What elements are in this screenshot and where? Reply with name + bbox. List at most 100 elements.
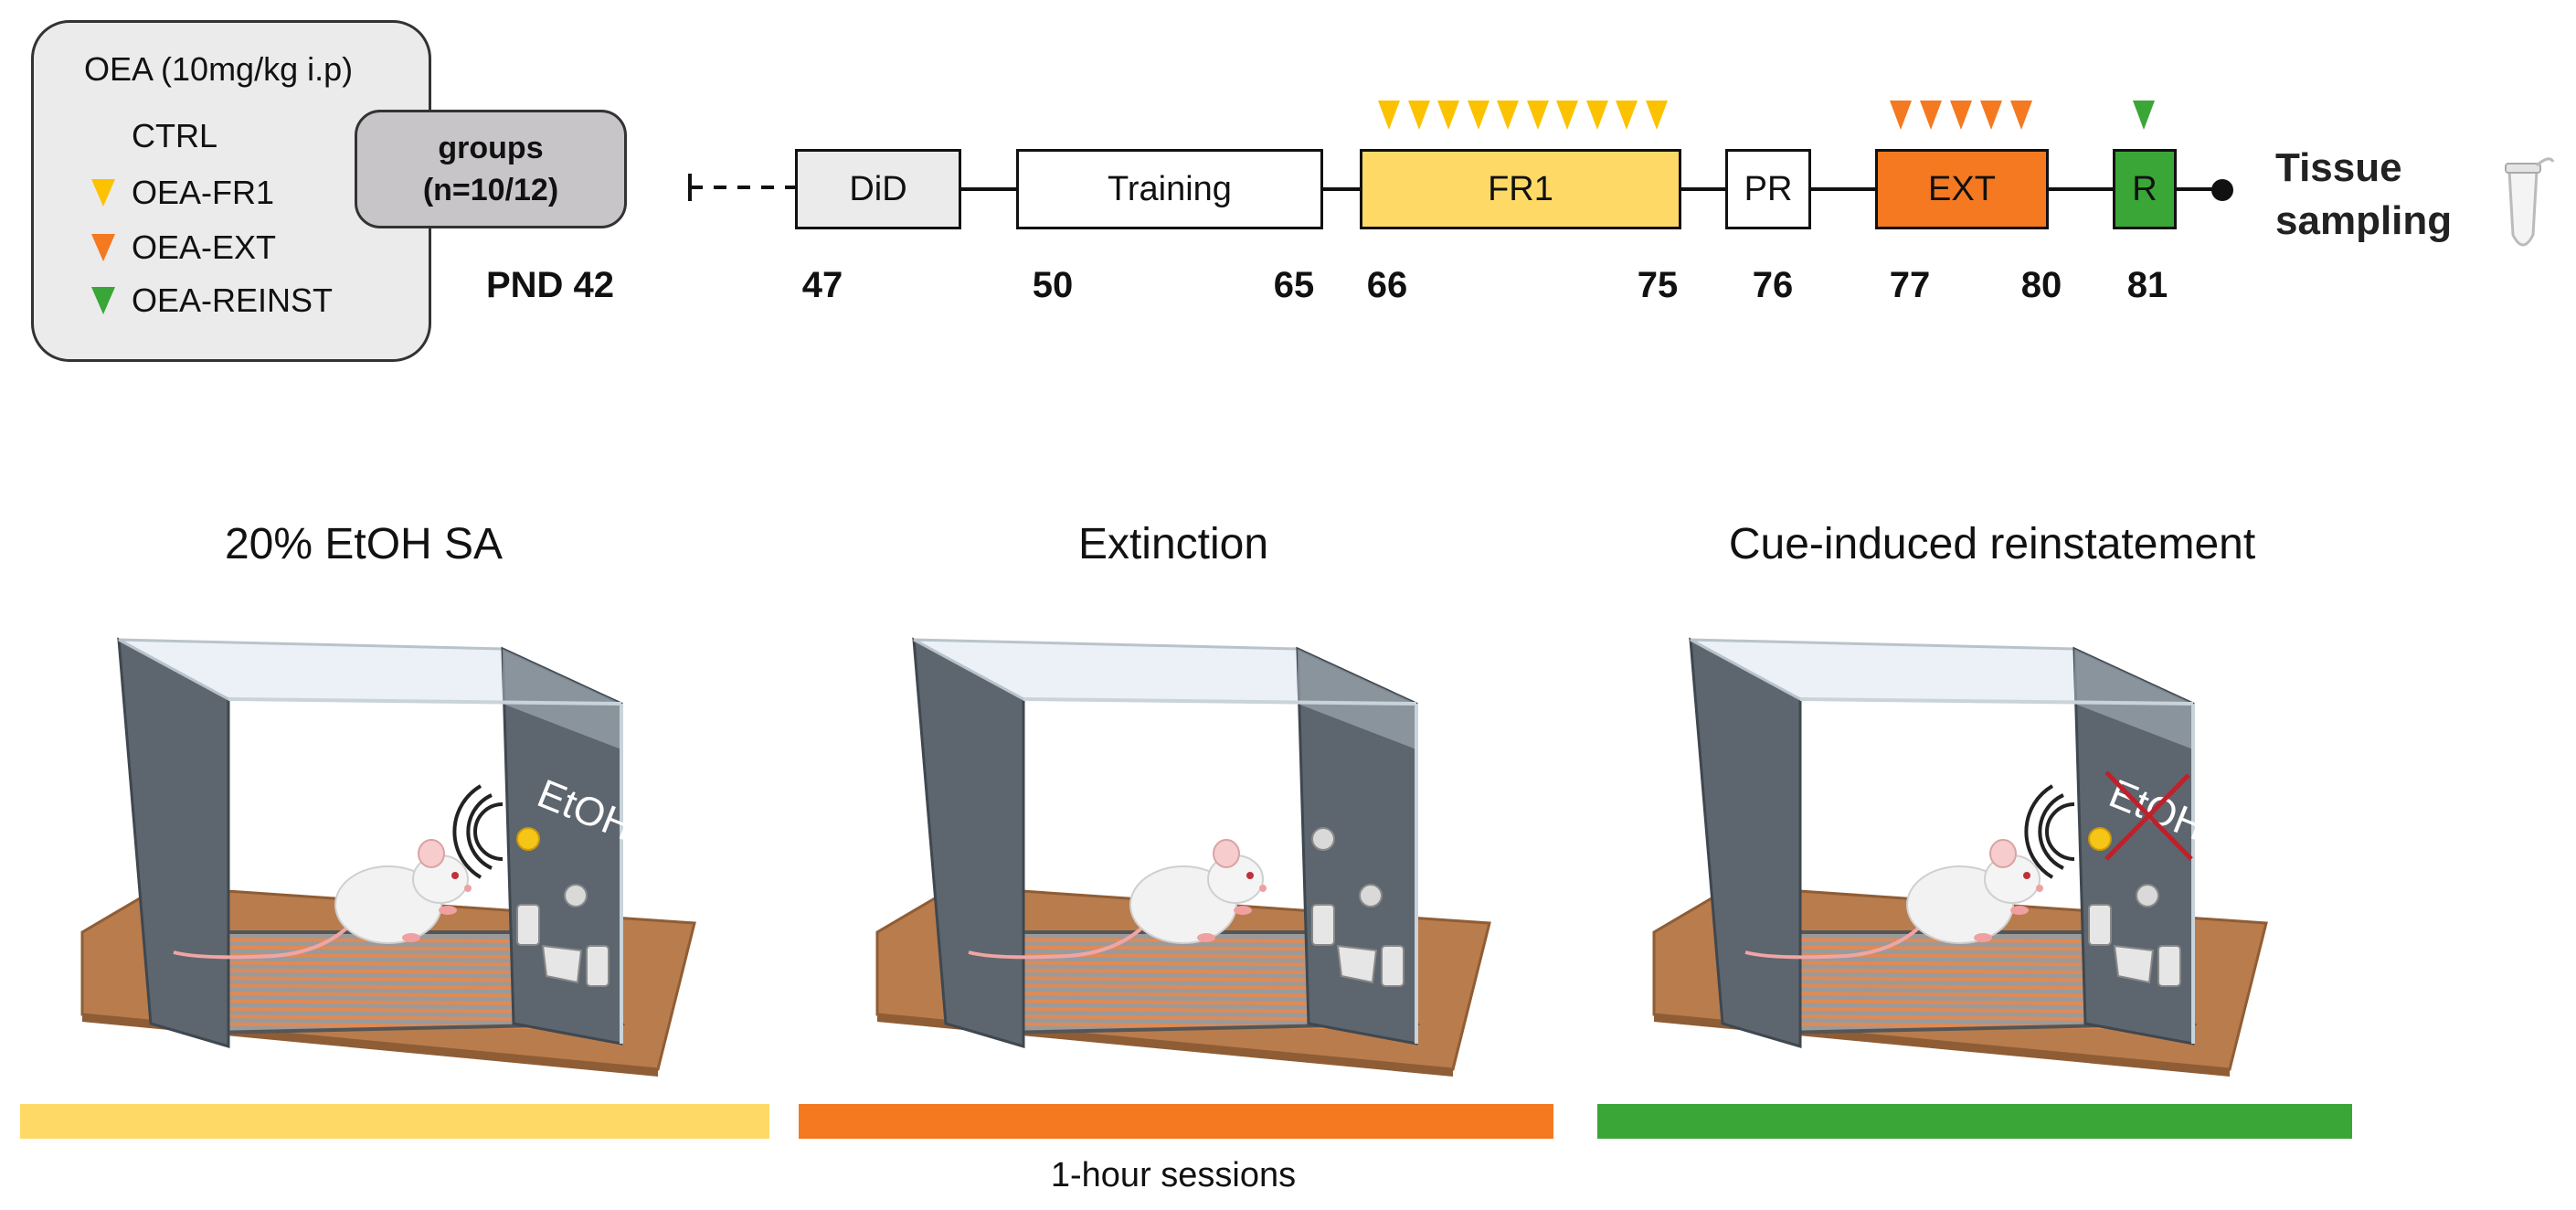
mouse-eye	[2023, 872, 2030, 879]
yellow-triangle-icon	[91, 179, 115, 207]
legend-label: OEA-EXT	[132, 228, 277, 266]
grid-rod	[1755, 961, 2140, 967]
front-top-edge	[1023, 697, 1417, 706]
operant-chamber-reinstatement: EtOH	[1652, 637, 2268, 1077]
treatment-marker-icon	[2133, 101, 2155, 130]
treatment-marker-icon	[1950, 101, 1972, 130]
grid-rod	[1759, 968, 2147, 975]
sound-cue-icon	[2038, 793, 2064, 870]
treatment-marker-icon	[1467, 101, 1489, 130]
legend-item-ext: OEA-EXT	[91, 228, 276, 267]
lever-left-icon	[516, 904, 540, 946]
green-triangle-icon	[91, 287, 115, 314]
cue-light-icon	[516, 827, 540, 851]
stage-ext: EXT	[1875, 149, 2049, 229]
wall-glass-strip	[503, 649, 621, 749]
section-title-sa: 20% EtOH SA	[224, 520, 504, 568]
stage-did: DiD	[795, 149, 961, 229]
lever-left-icon	[1311, 904, 1335, 946]
house-light-icon	[2136, 884, 2159, 908]
stage-reinstatement: R	[2113, 149, 2177, 229]
lever-right-icon	[1381, 945, 1405, 987]
sound-cue-icon	[473, 802, 504, 861]
legend-item-reinst: OEA-REINST	[91, 281, 333, 320]
operant-chamber-extinction	[875, 637, 1491, 1077]
wall-glass-strip	[2074, 649, 2193, 749]
house-light-icon	[1359, 884, 1383, 908]
orange-triangle-icon	[91, 234, 115, 261]
timeline-connector	[2175, 187, 2221, 191]
treatment-marker-icon	[1890, 101, 1912, 130]
treatment-marker-icon	[1407, 101, 1430, 130]
day-label: 80	[2020, 265, 2062, 305]
legend-label: OEA-REINST	[132, 281, 334, 319]
mouse-nose	[1259, 885, 1267, 892]
grid-rod	[178, 945, 557, 951]
treatment-marker-icon	[1497, 101, 1519, 130]
timeline-end-dot	[2211, 179, 2233, 201]
session-bar-extinction	[799, 1104, 1553, 1139]
mouse-tail	[968, 926, 1144, 960]
sessions-label: 1-hour sessions	[1050, 1156, 1297, 1194]
treatment-marker-icon	[2010, 101, 2032, 130]
mouse-paw	[1197, 933, 1215, 942]
operant-chamber-self-administration: EtOH	[80, 637, 696, 1077]
grid-rod	[184, 961, 568, 967]
stage-training: Training	[1016, 149, 1323, 229]
timeline-connector	[959, 187, 1016, 191]
sound-cue-icon	[452, 784, 482, 879]
tissue-sampling-label: Tissue sampling	[2275, 145, 2453, 243]
receptacle-icon	[1336, 944, 1378, 984]
wall-glass-strip	[1298, 649, 1416, 749]
mouse-eye	[1246, 872, 1254, 879]
mouse-eye	[451, 872, 459, 879]
day-label: 77	[1889, 265, 1931, 305]
legend-item-fr1: OEA-FR1	[91, 174, 274, 212]
mouse-paw	[402, 933, 420, 942]
treatment-marker-icon	[1616, 101, 1638, 130]
treatment-marker-icon	[1556, 101, 1578, 130]
treatment-marker-icon	[1526, 101, 1549, 130]
timeline-connector	[1321, 187, 1362, 191]
mouse-ear	[1989, 839, 2017, 868]
grid-rod	[187, 968, 575, 975]
section-title-extinction: Extinction	[1077, 520, 1269, 568]
legend-label: OEA-FR1	[132, 174, 275, 211]
day-label: 75	[1637, 265, 1679, 305]
day-label: 76	[1752, 265, 1794, 305]
eppendorf-tube-icon	[2505, 157, 2555, 247]
section-title-reinstatement: Cue-induced reinstatement	[1728, 520, 2256, 568]
grid-rod	[979, 961, 1363, 967]
front-top-edge	[228, 697, 622, 706]
day-label-start: PND 42	[485, 265, 615, 305]
day-label: 81	[2126, 265, 2168, 305]
mouse-paw	[1974, 933, 1992, 942]
sound-cue-icon	[2024, 784, 2054, 879]
sound-cue-icon	[466, 793, 493, 870]
timeline-connector	[2047, 187, 2115, 191]
front-top-edge	[1799, 697, 2194, 706]
mouse-paw	[439, 906, 457, 915]
grid-rod	[175, 938, 551, 943]
day-label: 66	[1366, 265, 1408, 305]
grid-rod	[1750, 945, 2128, 951]
grid-rod	[1746, 938, 2123, 943]
cross-out-line	[2104, 773, 2190, 861]
legend-title: OEA (10mg/kg i.p)	[84, 50, 354, 88]
legend-label: CTRL	[132, 117, 218, 154]
mouse-paw	[2010, 906, 2029, 915]
cue-light-icon	[1311, 827, 1335, 851]
day-label: 50	[1032, 265, 1074, 305]
treatment-marker-icon	[1585, 101, 1608, 130]
mouse-paw	[1234, 906, 1252, 915]
groups-box: groups (n=10/12)	[355, 110, 627, 228]
treatment-marker-icon	[1378, 101, 1400, 130]
groups-label: groups	[438, 131, 544, 165]
stage-fr1: FR1	[1360, 149, 1681, 229]
treatment-marker-icon	[1980, 101, 2002, 130]
grid-rod	[982, 968, 1370, 975]
day-label: 47	[801, 265, 843, 305]
timeline-connector	[1809, 187, 1877, 191]
mouse-tail	[173, 926, 349, 960]
session-bar-reinstatement	[1597, 1104, 2352, 1139]
